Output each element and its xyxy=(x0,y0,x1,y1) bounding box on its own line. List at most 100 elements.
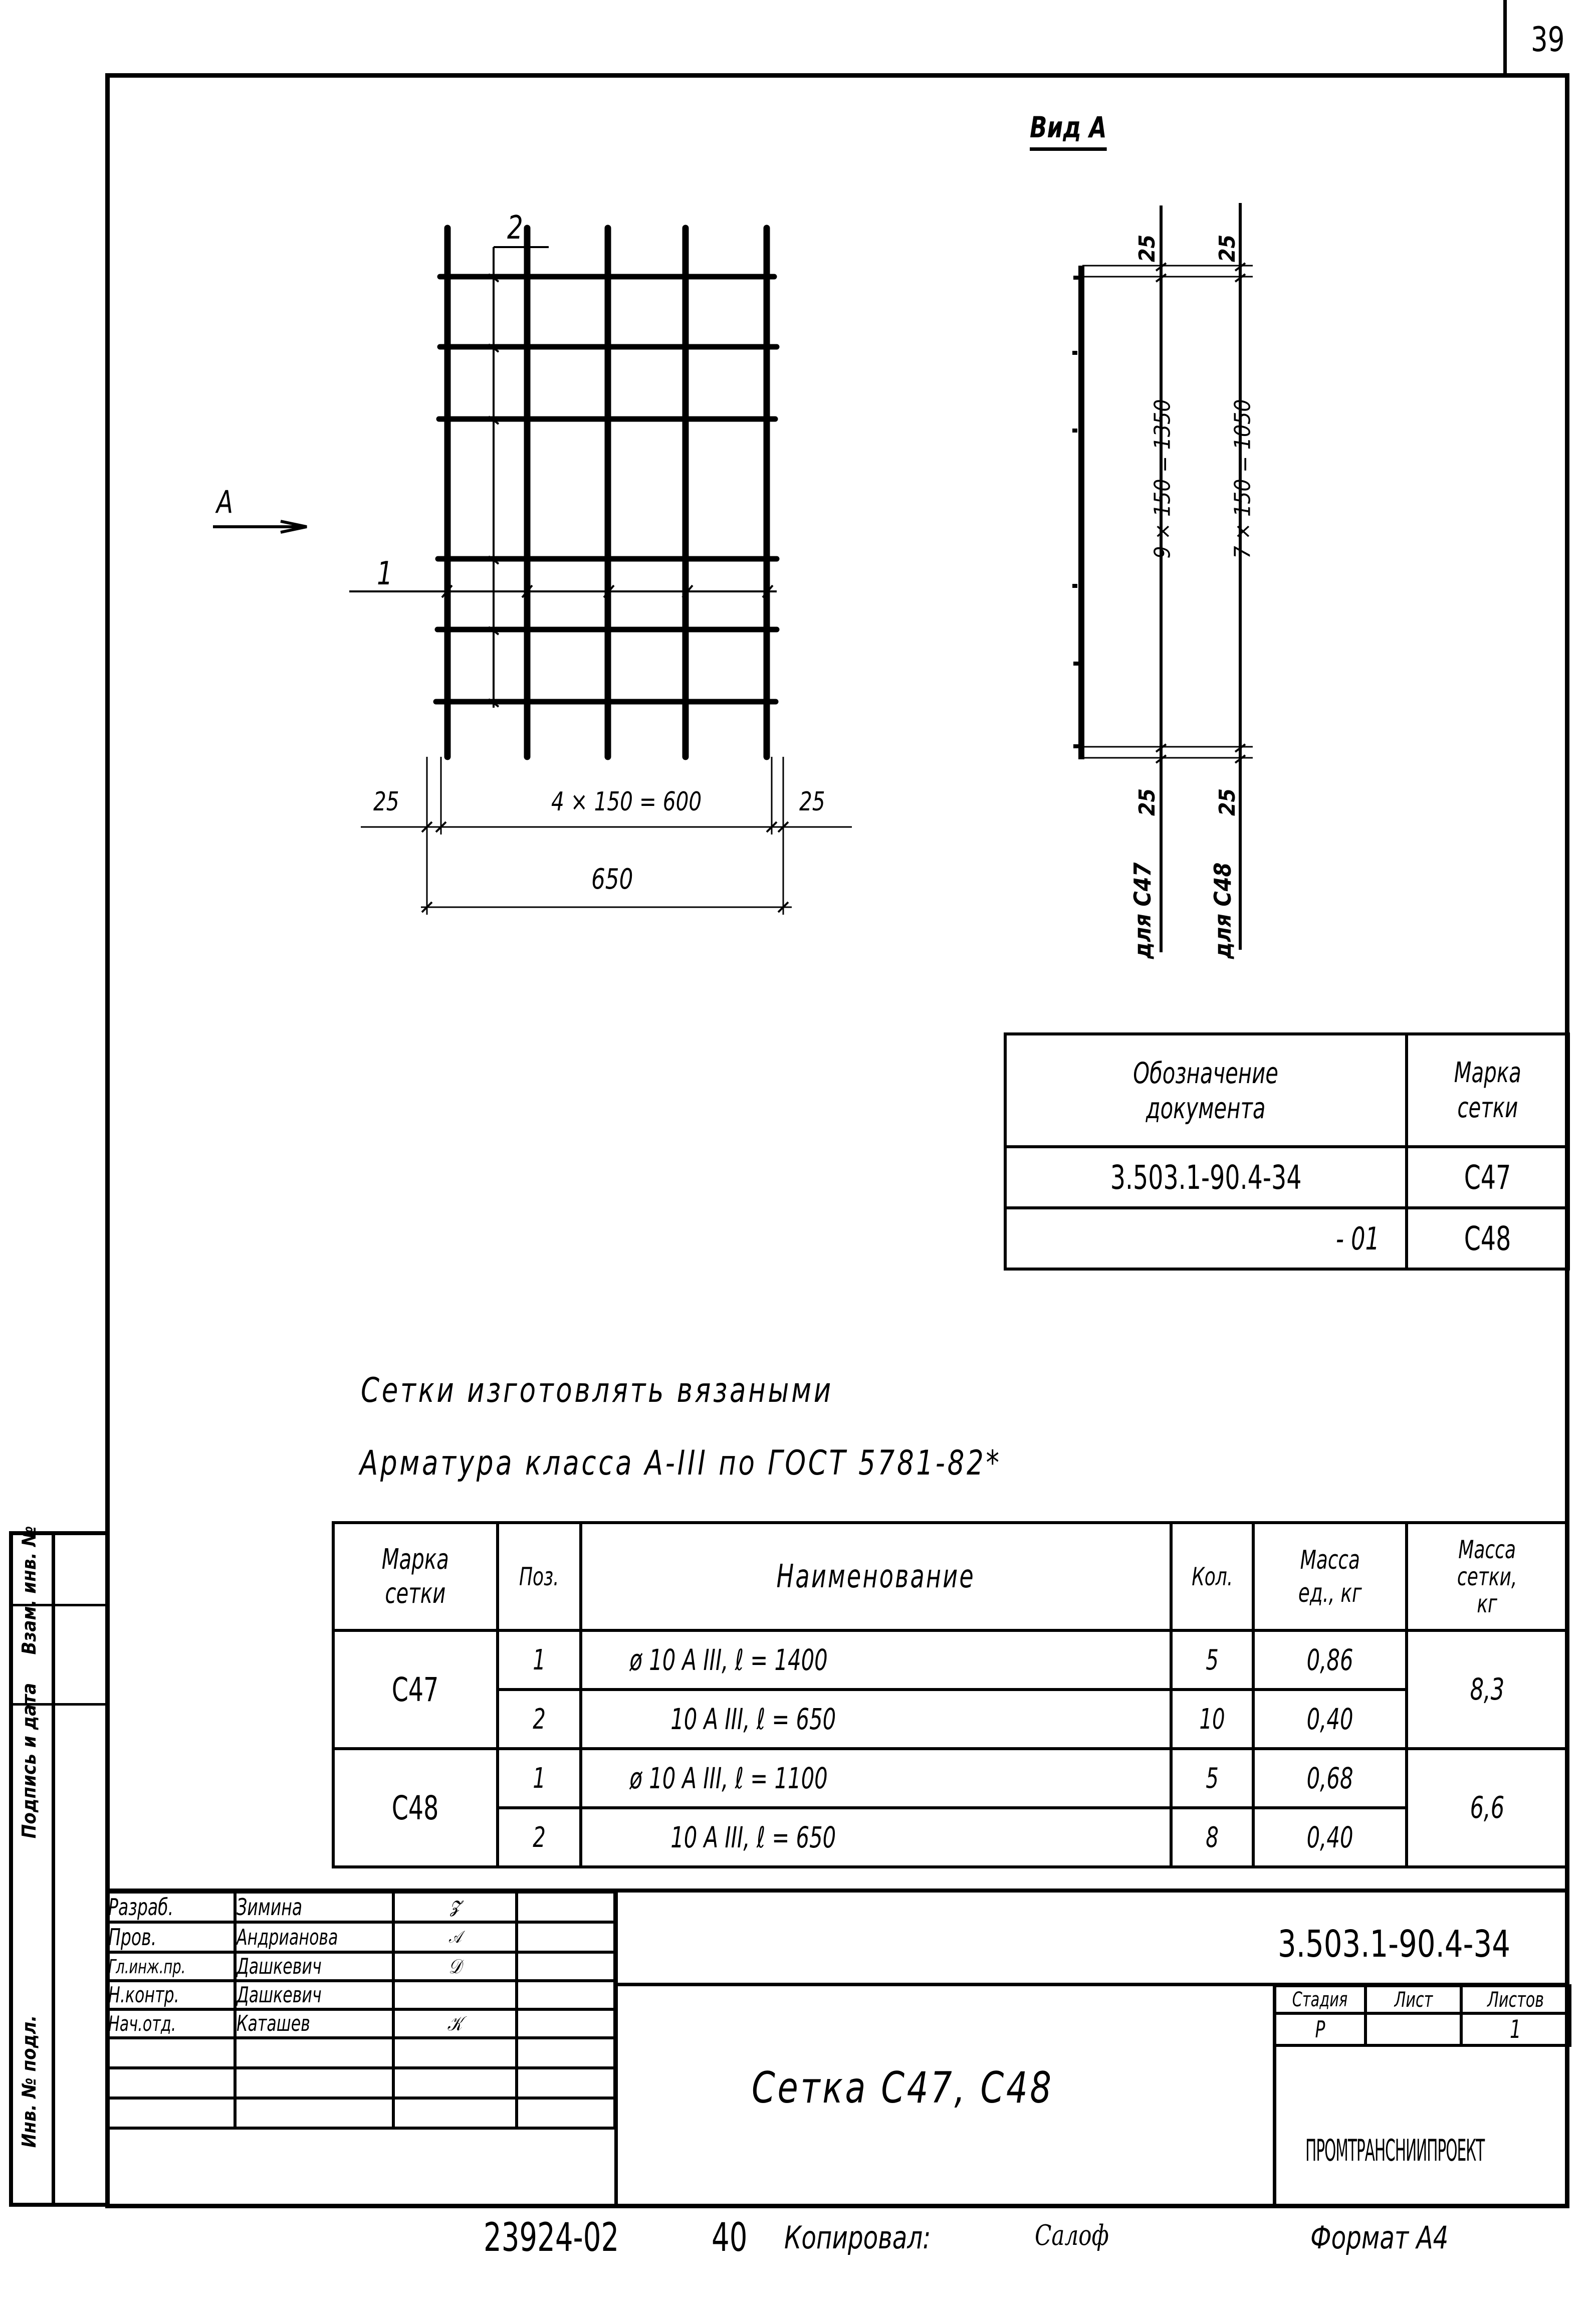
side-dim-bottom-c47: 25 xyxy=(1134,788,1161,816)
drawing-title: Сетка С47, С48 xyxy=(752,2063,1054,2113)
date-cell xyxy=(515,1979,616,2011)
note-1: Сетки изготовлять вязаными xyxy=(361,1371,833,1410)
spec-pos: 2 xyxy=(496,1688,582,1750)
dim-left: 25 xyxy=(373,787,399,817)
spec-name: 10 А III, ℓ = 650 xyxy=(579,1806,1173,1868)
signature-cell xyxy=(392,1979,518,2011)
designation-row-2-doc: - 01 xyxy=(1004,1206,1408,1271)
signature-cell: 𝒜 xyxy=(392,1921,518,1954)
page-number: 39 xyxy=(1531,20,1565,60)
sheets-header: Листов xyxy=(1460,1984,1571,2015)
strip-label-signature: Подпись и дата xyxy=(18,1683,40,1839)
sheets-value: 1 xyxy=(1460,2012,1571,2047)
spec-row: 2 10 А III, ℓ = 650 10 0,40 xyxy=(333,1688,1568,1750)
role-cell: Пров. xyxy=(105,1921,237,1954)
spec-header-name: Наименование xyxy=(579,1521,1173,1632)
footer-inventory: 23924-02 xyxy=(484,2215,619,2260)
view-arrow-label: А xyxy=(216,484,234,520)
strip-label-replace-inv: Взам. инв. № xyxy=(18,1526,40,1655)
date-cell xyxy=(515,1891,616,1924)
spec-name: 10 А III, ℓ = 650 xyxy=(579,1688,1173,1750)
spec-pos: 1 xyxy=(496,1747,582,1809)
spec-unit-mass: 0,86 xyxy=(1252,1629,1408,1691)
spec-unit-mass: 0,68 xyxy=(1252,1747,1408,1809)
footer-sheet-no: 40 xyxy=(712,2215,748,2260)
stage-value: Р xyxy=(1273,2012,1367,2047)
role-cell: Гл.инж.пр. xyxy=(105,1951,237,1982)
side-label-c48: для С48 xyxy=(1209,862,1236,959)
spec-mark-c47: С47 xyxy=(332,1629,499,1750)
signature-cell: 𝒟 xyxy=(392,1951,518,1982)
dim-right: 25 xyxy=(799,787,825,817)
spec-unit-mass: 0,40 xyxy=(1252,1688,1408,1750)
role-cell: Разраб. xyxy=(105,1891,237,1924)
date-cell xyxy=(515,1951,616,1982)
longitudinal-bars xyxy=(444,225,770,760)
side-dim-top-c48: 25 xyxy=(1215,234,1241,263)
spec-name: ø 10 А III, ℓ = 1400 xyxy=(579,1629,1173,1691)
role-cell: Нач.отд. xyxy=(105,2008,237,2039)
date-cell xyxy=(515,2008,616,2039)
spec-total-mass-c47: 8,3 xyxy=(1405,1629,1569,1750)
designation-row-1-doc: 3.503.1-90.4-34 xyxy=(1004,1145,1408,1209)
spec-row: 2 10 А III, ℓ = 650 8 0,40 xyxy=(333,1806,1568,1868)
spec-row: С47 1 ø 10 А III, ℓ = 1400 5 0,86 8,3 xyxy=(332,1629,1569,1750)
name-cell: Андрианова xyxy=(234,1921,395,1954)
spec-pos: 2 xyxy=(496,1806,582,1868)
name-cell: Дашкевич xyxy=(234,1979,395,2011)
spec-pos: 1 xyxy=(496,1629,582,1691)
designation-row-1-mark: С47 xyxy=(1405,1145,1570,1209)
sheet-value xyxy=(1364,2012,1463,2047)
organization-name: ПРОМТРАНСНИИПРОЕКТ xyxy=(1305,2133,1485,2168)
position-2-label: 2 xyxy=(507,210,523,247)
view-label: Вид А xyxy=(1030,110,1107,151)
mesh-plan-view xyxy=(170,175,862,942)
name-cell: Каташев xyxy=(234,2008,395,2039)
note-2: Арматура класса А-III по ГОСТ 5781-82* xyxy=(360,1443,1002,1483)
side-dim-span-c48: 7 × 150 = 1050 xyxy=(1230,399,1256,559)
stage-sheet-table: Стадия Лист Листов Р 1 xyxy=(1273,1984,1571,2047)
sheet-header: Лист xyxy=(1364,1984,1463,2015)
role-cell: Н.контр. xyxy=(105,1979,237,2011)
spec-row: С48 1 ø 10 А III, ℓ = 1100 5 0,68 6,6 xyxy=(332,1747,1569,1868)
spec-unit-mass: 0,40 xyxy=(1252,1806,1408,1868)
spec-mark-c48: С48 xyxy=(332,1747,499,1868)
dim-total: 650 xyxy=(591,863,633,896)
side-dim-span-c47: 9 × 150 = 1350 xyxy=(1150,399,1176,559)
side-view-drawing xyxy=(1072,203,1253,952)
spec-header-pos: Поз. xyxy=(496,1521,582,1632)
strip-label-inv-orig: Инв. № подл. xyxy=(18,2015,40,2148)
spec-qty: 8 xyxy=(1170,1806,1255,1868)
side-dim-bottom-c48: 25 xyxy=(1215,788,1241,816)
date-cell xyxy=(515,1921,616,1954)
footer-copied-label: Копировал: xyxy=(784,2219,931,2256)
position-1-label: 1 xyxy=(377,555,393,592)
designation-row-2-mark: С48 xyxy=(1405,1206,1570,1271)
left-strip: Взам. инв. № Подпись и дата Инв. № подл. xyxy=(9,1526,109,2207)
spec-qty: 5 xyxy=(1170,1629,1255,1691)
document-code: 3.503.1-90.4-34 xyxy=(1278,1923,1510,1966)
footer-copied-signature: Салоф xyxy=(1035,2219,1109,2252)
name-cell: Дашкевич xyxy=(234,1951,395,1982)
spec-total-mass-c48: 6,6 xyxy=(1405,1747,1569,1868)
page-number-divider xyxy=(1503,0,1507,76)
footer-format: Формат А4 xyxy=(1310,2219,1449,2256)
name-cell: Зимина xyxy=(234,1891,395,1924)
dim-center: 4 × 150 = 600 xyxy=(551,787,702,817)
signature-cell: 𝓩 xyxy=(392,1891,518,1924)
spec-name: ø 10 А III, ℓ = 1100 xyxy=(579,1747,1173,1809)
stage-header: Стадия xyxy=(1273,1984,1367,2015)
spec-qty: 5 xyxy=(1170,1747,1255,1809)
spec-header-qty: Кол. xyxy=(1170,1521,1255,1632)
signature-cell: 𝒦 xyxy=(392,2008,518,2039)
side-dim-top-c47: 25 xyxy=(1134,234,1161,263)
spec-qty: 10 xyxy=(1170,1688,1255,1750)
